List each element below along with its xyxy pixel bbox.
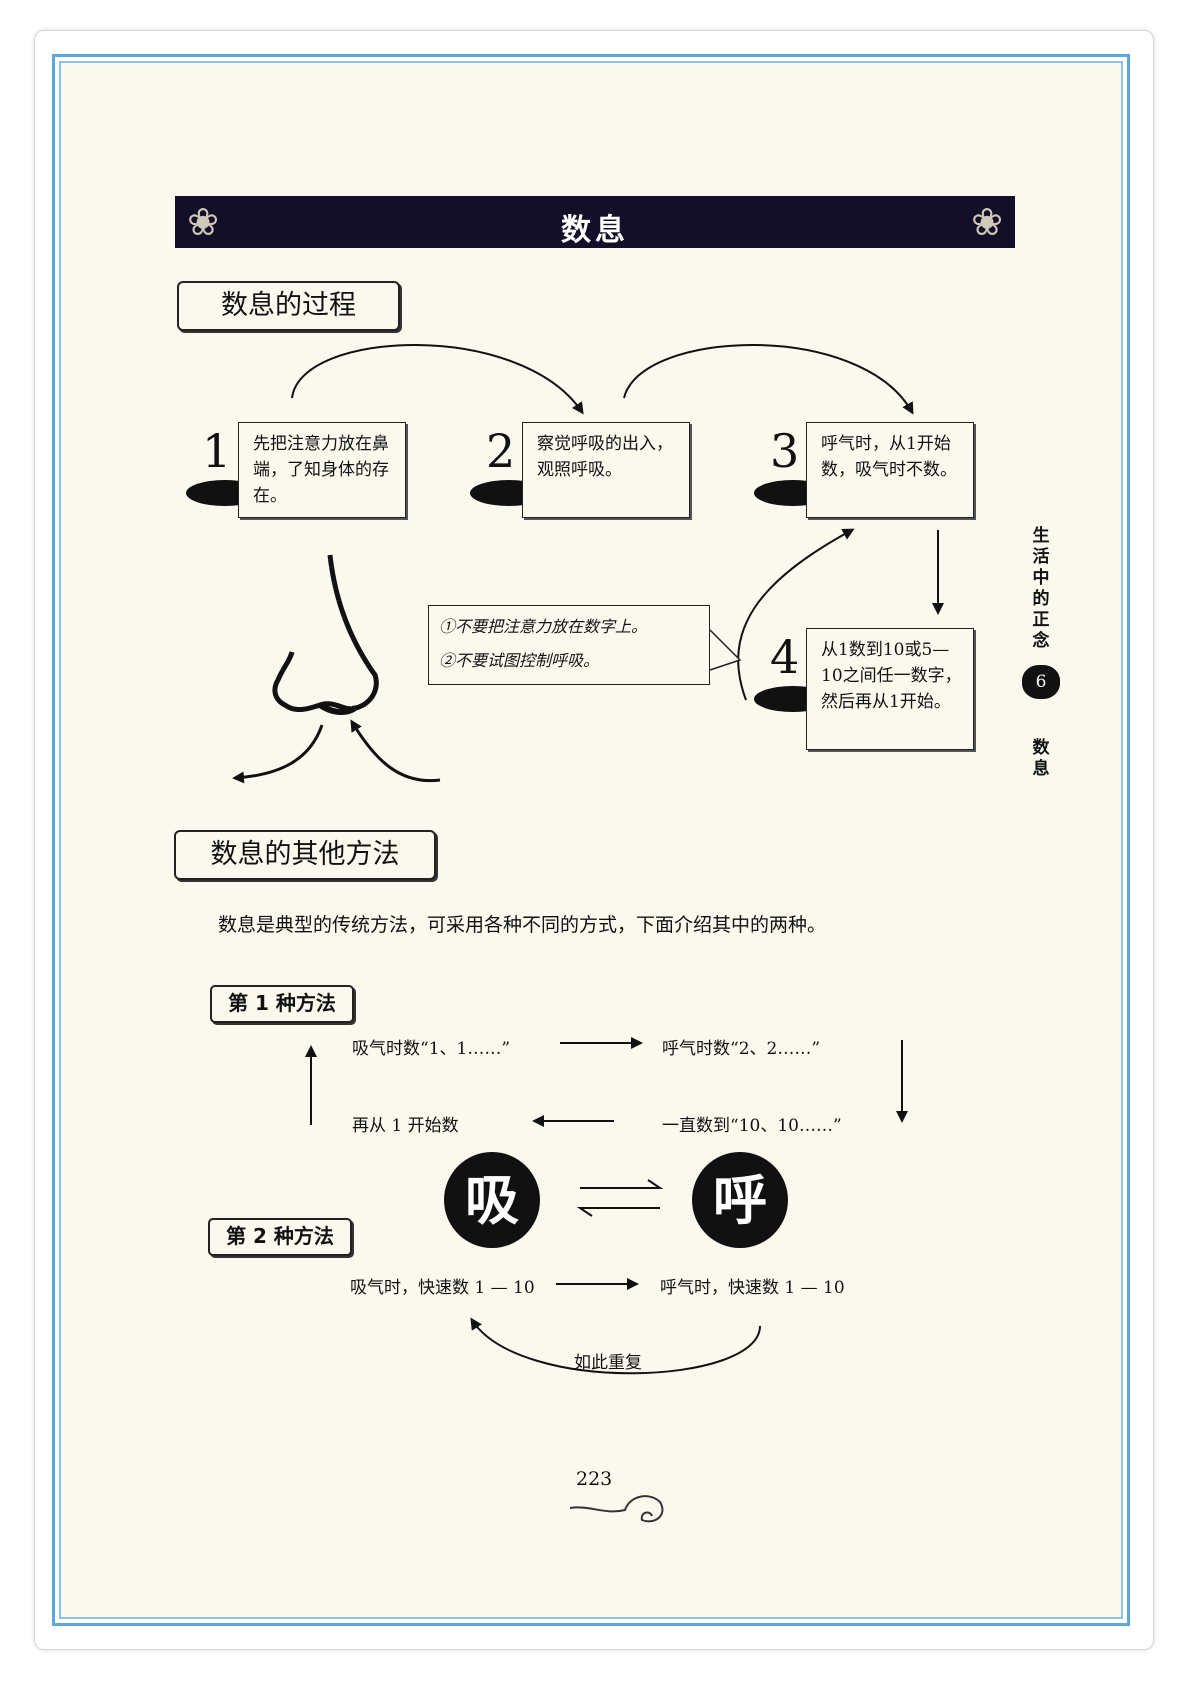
arrow-1-to-2 [291, 344, 584, 415]
exchange-arrow-bottom [576, 1207, 660, 1217]
method-2-label: 第 2 种方法 [208, 1218, 352, 1256]
sidebar-topic: 数息 [1032, 738, 1050, 779]
m2-repeat-arrow [470, 1317, 761, 1375]
exhale-arrow [232, 724, 324, 784]
arrow-4-to-3 [737, 528, 855, 701]
inhale-circle: 吸 [444, 1152, 540, 1248]
method-1-restart: 再从 1 开始数 [352, 1116, 459, 1136]
blue-border [52, 54, 1130, 1626]
page-title: 数息 [561, 213, 629, 248]
right-ornament-icon: ❀ [971, 200, 1003, 244]
exchange-arrow-top [580, 1179, 664, 1189]
page-number: 223 [576, 1468, 613, 1490]
method-2-exhale: 呼气时，快速数 1 — 10 [660, 1278, 845, 1298]
sidebar-chapter: 生活中的正念 [1032, 526, 1050, 651]
left-ornament-icon: ❀ [187, 200, 219, 244]
section-heading-other-methods: 数息的其他方法 [174, 830, 436, 880]
step-4-box: 从1数到10或5—10之间任一数字，然后再从1开始。 [806, 628, 974, 750]
exhale-circle: 呼 [692, 1152, 788, 1248]
tips-callout: ①不要把注意力放在数字上。 ②不要试图控制呼吸。 [428, 605, 710, 685]
intro-text: 数息是典型的传统方法，可采用各种不同的方式，下面介绍其中的两种。 [218, 914, 827, 936]
step-3-box: 呼气时，从1开始数，吸气时不数。 [806, 422, 974, 518]
inhale-arrow [350, 719, 441, 783]
callout-tail [709, 629, 742, 671]
title-banner: ❀ 数息 ❀ [175, 196, 1015, 248]
method-1-count-to: 一直数到“10、10……” [662, 1116, 842, 1136]
section-heading-process: 数息的过程 [177, 281, 400, 331]
step-2-number: 2 [486, 424, 516, 478]
step-1-number: 1 [202, 424, 232, 478]
method-1-inhale: 吸气时数“1、1……” [352, 1039, 511, 1059]
tip-1: ①不要把注意力放在数字上。 [439, 617, 648, 636]
tip-2: ②不要试图控制呼吸。 [439, 651, 600, 670]
step-1-box: 先把注意力放在鼻端，了知身体的存在。 [238, 422, 406, 518]
nose-nostril [318, 702, 357, 715]
chapter-badge: 6 [1022, 665, 1060, 699]
cloud-ornament-icon [569, 1495, 664, 1523]
method-2-inhale: 吸气时，快速数 1 — 10 [350, 1278, 535, 1298]
step-4-number: 4 [770, 630, 800, 684]
step-2-box: 察觉呼吸的出入，观照呼吸。 [522, 422, 690, 518]
arrow-2-to-3 [623, 344, 914, 415]
nose-outline-icon [272, 554, 379, 712]
method-1-label: 第 1 种方法 [210, 985, 354, 1023]
step-3-number: 3 [770, 424, 800, 478]
method-2-repeat: 如此重复 [574, 1353, 642, 1373]
method-1-exhale: 呼气时数“2、2……” [662, 1039, 821, 1059]
